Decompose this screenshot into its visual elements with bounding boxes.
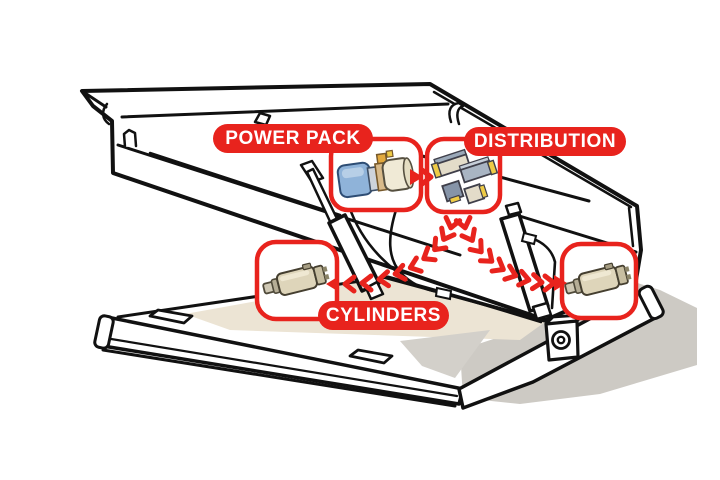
cylinders-label: CYLINDERS xyxy=(318,301,449,330)
hydraulic-hoses xyxy=(347,204,557,324)
flow-arrow-power-to-distribution xyxy=(410,169,431,185)
corner-block xyxy=(544,313,585,362)
distribution-label: DISTRIBUTION xyxy=(464,127,626,156)
power-pack-icon xyxy=(336,149,415,199)
frame-tab-left xyxy=(148,308,194,325)
frame-tab-right xyxy=(348,348,394,365)
power-pack-label: POWER PACK xyxy=(213,124,373,153)
distribution-valves-icon xyxy=(430,148,499,205)
